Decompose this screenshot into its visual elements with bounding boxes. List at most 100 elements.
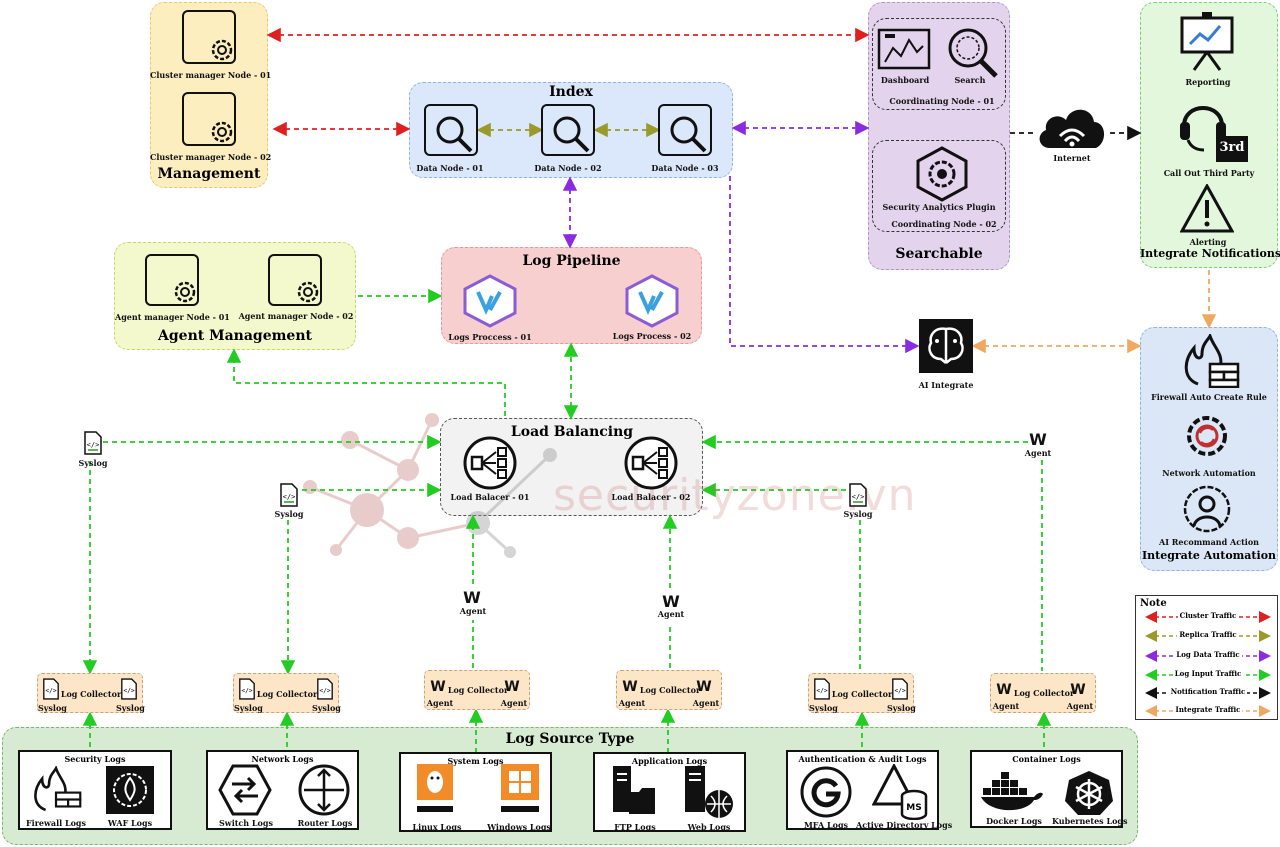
- svg-text:</>: </>: [816, 688, 828, 695]
- svg-text:</>: </>: [45, 688, 57, 695]
- cloud-icon: [1039, 109, 1105, 148]
- third-party-badge: 3rd: [1219, 140, 1245, 155]
- headset-icon: [1180, 106, 1248, 162]
- agent-manager-label-01: Agent manager Node - 01: [115, 312, 230, 322]
- source-title: Security Logs: [64, 754, 126, 764]
- legend-label: Cluster Traffic: [1177, 611, 1239, 620]
- syslog-label: Syslog: [809, 703, 838, 713]
- active-directory-icon: MS: [872, 764, 928, 820]
- gear-icon: [174, 281, 196, 303]
- firewall-icon: [1184, 334, 1240, 388]
- load-balancer-icon: [463, 436, 517, 490]
- ai-recommend-icon: [1183, 485, 1231, 533]
- wazuh-logo-icon: W: [662, 592, 680, 611]
- cluster-manager-node-01[interactable]: [182, 10, 236, 64]
- syslog-file-icon: </>: [814, 678, 830, 700]
- syslog-file-icon: </>: [892, 678, 908, 700]
- logs-process-label-02: Logs Process - 02: [612, 331, 692, 341]
- legend-label: Log Input Traffic: [1172, 669, 1244, 678]
- syslog-label: Syslog: [312, 703, 341, 713]
- input-lb-agentmgr: [226, 348, 506, 416]
- legend-item-cluster: Cluster Traffic: [1144, 611, 1272, 623]
- log-collector-label: Log Collector: [447, 685, 509, 695]
- legend-title: Note: [1140, 598, 1167, 609]
- log-collector-label: Log Collector: [60, 689, 122, 699]
- system-logs-box[interactable]: System Logs Linux Logs Windows Logs: [399, 752, 552, 832]
- gear-icon: [297, 281, 319, 303]
- log-collector-5[interactable]: </> Syslog Log Collector </> Syslog: [808, 673, 916, 713]
- log-collector-6[interactable]: W Agent Log Collector W Agent: [990, 673, 1096, 713]
- data-node-01[interactable]: [424, 104, 478, 156]
- container-logs-box[interactable]: Container Logs Docker Logs Kubernetes Lo…: [970, 750, 1128, 828]
- application-logs-box[interactable]: Application Logs FTP Logs Web Logs: [593, 752, 746, 832]
- svg-text:</>: </>: [283, 493, 296, 501]
- legend-label: Replica Traffic: [1177, 630, 1239, 639]
- wazuh-logo-icon: W: [622, 679, 638, 695]
- auth-audit-logs-box[interactable]: Authentication & Audit Logs MFA Logs MS …: [786, 750, 953, 830]
- syslog-label: Syslog: [116, 703, 145, 713]
- coordinating-node-01-box[interactable]: [872, 18, 1006, 110]
- agent-manager-node-02[interactable]: [268, 254, 322, 306]
- coordinating-node-02-box[interactable]: [872, 140, 1006, 232]
- wazuh-logo-icon: W: [1029, 430, 1047, 449]
- vector-logo-icon: [463, 274, 517, 328]
- source-item-label: Active Directory Logs: [856, 820, 953, 830]
- network-logs-box[interactable]: Network Logs Switch Logs Router Logs: [206, 750, 359, 830]
- source-item-label: FTP Logs: [614, 822, 656, 832]
- google-mfa-icon: [800, 766, 852, 818]
- svg-text:</>: </>: [87, 441, 100, 449]
- source-title: Network Logs: [251, 754, 314, 764]
- source-item-label: Router Logs: [297, 818, 353, 828]
- wazuh-logo-icon: W: [1070, 682, 1086, 698]
- security-plugin-label: Security Analytics Plugin: [882, 202, 996, 212]
- call-out-label: Call Out Third Party: [1163, 168, 1255, 178]
- wazuh-logo-icon: W: [996, 682, 1012, 698]
- magnifier-icon: [670, 116, 707, 153]
- legend-item-integrate: Integrate Traffic: [1144, 705, 1272, 717]
- svg-text:MS: MS: [906, 803, 921, 813]
- search-icon: [948, 28, 998, 78]
- svg-text:</>: </>: [319, 688, 331, 695]
- log-collector-3[interactable]: W Agent Log Collector W Agent: [424, 670, 530, 710]
- source-item-label: Windows Logs: [487, 822, 551, 832]
- wazuh-logo-icon: W: [696, 679, 712, 695]
- network-automation-icon: [1187, 416, 1227, 456]
- data-node-03[interactable]: [658, 104, 712, 156]
- router-icon: [298, 764, 350, 816]
- cluster-manager-node-02[interactable]: [182, 92, 236, 146]
- agent-label: Agent: [618, 698, 646, 708]
- log-collector-4[interactable]: W Agent Log Collector W Agent: [616, 670, 722, 710]
- source-item-label: Firewall Logs: [25, 818, 86, 828]
- syslog-file-icon: </>: [43, 678, 59, 700]
- searchable-title: Searchable: [895, 246, 983, 262]
- source-title: System Logs: [447, 756, 504, 766]
- security-logs-box[interactable]: Security Logs Firewall Logs WAF Logs: [18, 750, 172, 830]
- syslog-label: Syslog: [843, 509, 873, 519]
- legend-item-notification: Notification Traffic: [1144, 687, 1272, 699]
- source-item-label: Docker Logs: [986, 816, 1042, 826]
- agent-manager-node-01[interactable]: [145, 254, 199, 306]
- svg-text:</>: </>: [852, 493, 865, 501]
- wazuh-logo-icon: W: [504, 679, 520, 695]
- agent-label: Agent: [500, 698, 528, 708]
- source-item-label: MFA Logs: [803, 820, 849, 830]
- agent-label: Agent: [992, 701, 1020, 711]
- wazuh-logo-icon: W: [430, 679, 446, 695]
- log-collector-2[interactable]: </> Syslog Log Collector </> Syslog: [233, 673, 341, 713]
- syslog-label: Syslog: [234, 703, 263, 713]
- svg-text:</>: </>: [123, 688, 135, 695]
- windows-icon: [501, 764, 539, 812]
- log-collector-label: Log Collector: [256, 689, 318, 699]
- agent-management-title: Agent Management: [158, 328, 312, 344]
- source-title: Authentication & Audit Logs: [798, 754, 927, 764]
- agent-label: Agent: [426, 698, 454, 708]
- internet-label: Internet: [1053, 153, 1091, 163]
- source-item-label: WAF Logs: [107, 818, 153, 828]
- logdata-link-ai: [729, 176, 920, 354]
- data-node-02[interactable]: [541, 104, 595, 156]
- log-collector-1[interactable]: </> Syslog Log Collector </> Syslog: [37, 673, 145, 713]
- dashboard-icon: [877, 28, 931, 70]
- source-item-label: Kubernetes Logs: [1052, 816, 1128, 826]
- agent-manager-label-02: Agent manager Node - 02: [238, 311, 354, 321]
- ai-brain-icon: [919, 319, 973, 373]
